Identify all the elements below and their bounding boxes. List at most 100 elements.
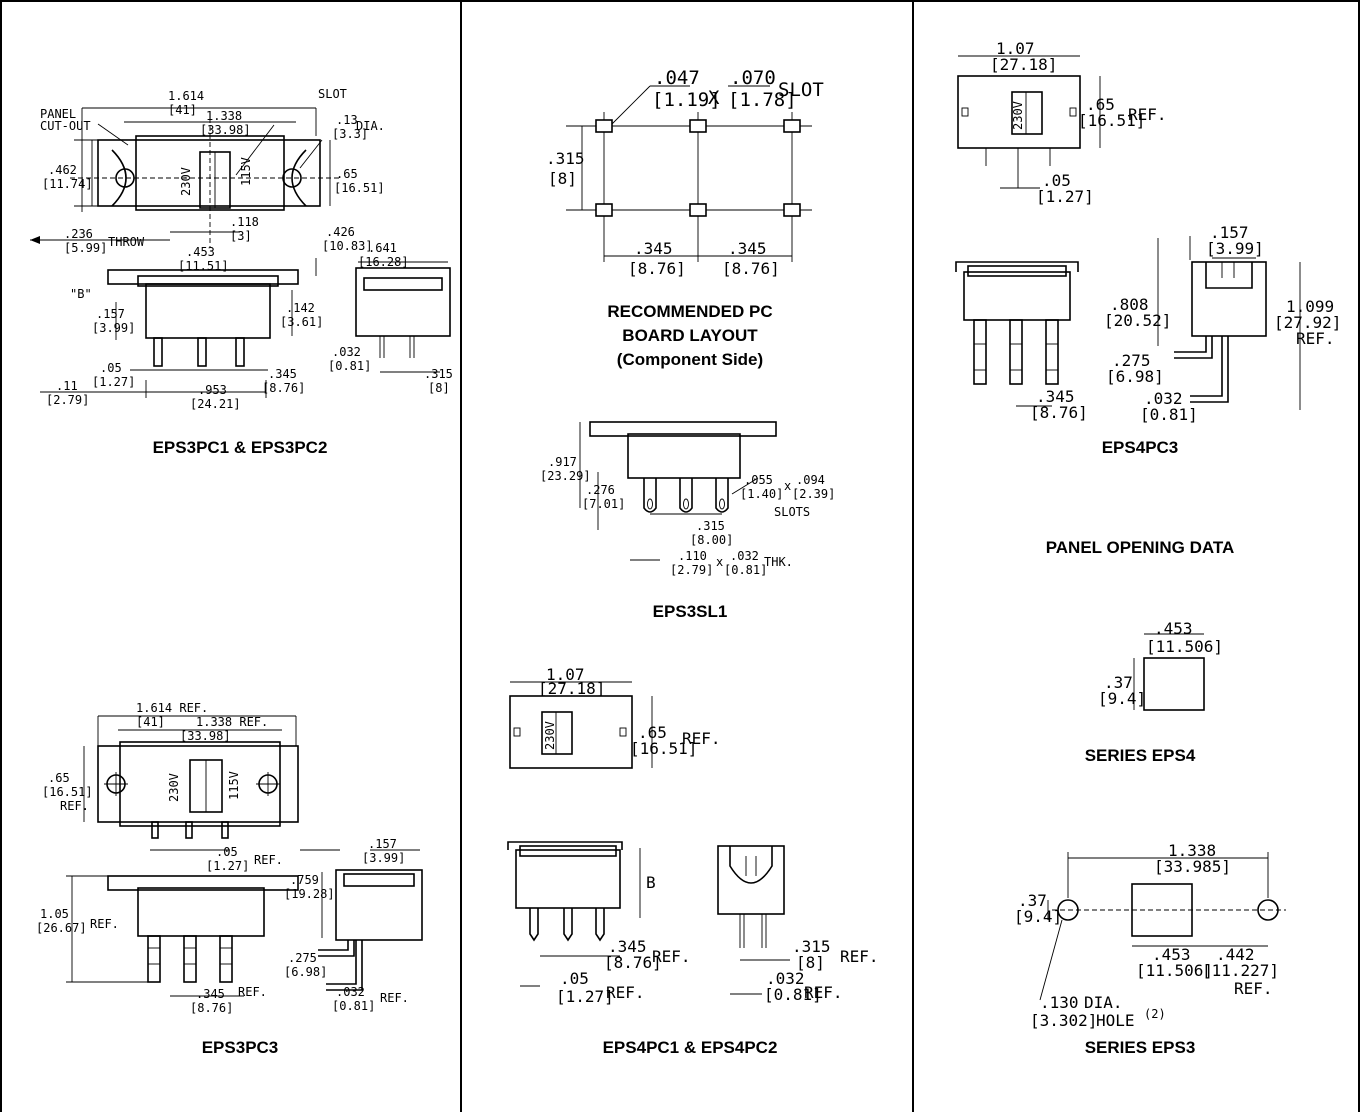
- dim-276: .276: [586, 483, 615, 497]
- dim-dia: DIA.: [356, 119, 385, 133]
- dim-2718: [27.18]: [990, 55, 1057, 74]
- label-115v: 115V: [227, 771, 241, 800]
- dim-047: .047: [654, 67, 700, 89]
- dim-11506: [11.506]: [1136, 961, 1213, 980]
- eps3pc3-top-body: [97, 745, 299, 823]
- dim-slot: SLOT: [778, 79, 824, 101]
- label-230v: 230V: [167, 773, 181, 802]
- dim-127: [1.27]: [206, 859, 249, 873]
- dim-1928: [19.28]: [284, 887, 335, 901]
- dim-ref-2: REF.: [254, 853, 283, 867]
- caption-pcb-line2: BOARD LAYOUT: [622, 326, 758, 345]
- dim-081: [0.81]: [332, 999, 375, 1013]
- dim-1083: [10.83]: [322, 239, 373, 253]
- dim-110: .110: [678, 549, 707, 563]
- dim-1651: [16.51]: [42, 785, 93, 799]
- dim-8: [8]: [796, 953, 825, 972]
- dim-055: .055: [744, 473, 773, 487]
- dim-599: [5.99]: [64, 241, 107, 255]
- dim-279: [2.79]: [670, 563, 713, 577]
- label-230v: 230V: [1011, 101, 1025, 130]
- dim-note: (2): [1144, 1007, 1166, 1021]
- dim-dia: DIA.: [1084, 993, 1123, 1012]
- dim-032: .032: [766, 969, 805, 988]
- eps4pc3-top-body: [957, 75, 1081, 149]
- dim-279: [2.79]: [46, 393, 89, 407]
- dim-081: [0.81]: [328, 359, 371, 373]
- eps3pc12-top-body: [97, 139, 321, 207]
- dim-876-a: [8.76]: [628, 259, 686, 278]
- dim-157: .157: [1210, 223, 1249, 242]
- caption-pcb-line1: RECOMMENDED PC: [607, 302, 773, 321]
- dim-b: "B": [70, 287, 92, 301]
- dim-107: 1.07: [546, 665, 585, 684]
- eps4pc12-drawing: 1.07 [27.18] .65 [16.51] REF. 230V B .34…: [507, 665, 879, 1006]
- dim-094: .094: [796, 473, 825, 487]
- dim-x-2: x: [716, 555, 723, 569]
- series-eps4-drawing: .453 [11.506] .37 [9.4]: [1098, 619, 1223, 711]
- dim-1338: 1.338: [206, 109, 242, 123]
- dim-2329: [23.29]: [540, 469, 591, 483]
- eps3-opening-rect: [1131, 883, 1193, 937]
- dim-105: 1.05: [40, 907, 69, 921]
- dim-ref: REF.: [1128, 105, 1167, 124]
- dim-3302: [3.302]: [1030, 1011, 1097, 1030]
- dim-ref-2: REF.: [652, 947, 691, 966]
- dim-33: [3.3]: [332, 127, 368, 141]
- caption-eps3sl1: EPS3SL1: [652, 602, 728, 621]
- dim-ref-3: REF.: [606, 983, 645, 1002]
- dim-453: .453: [1152, 945, 1191, 964]
- dim-070: .070: [730, 67, 776, 89]
- dim-05: .05: [216, 845, 238, 859]
- dim-808: .808: [1110, 295, 1149, 314]
- dim-2667: [26.67]: [36, 921, 87, 935]
- dim-3398: [33.98]: [200, 123, 251, 137]
- dim-94: [9.4]: [1014, 907, 1062, 926]
- dim-11506: [11.506]: [1146, 637, 1223, 656]
- dim-698: [6.98]: [1106, 367, 1164, 386]
- dim-107: 1.07: [996, 39, 1035, 58]
- dim-2792: [27.92]: [1274, 313, 1341, 332]
- dim-399: [3.99]: [1206, 239, 1264, 258]
- label-115v: 115V: [239, 157, 253, 186]
- dim-876-b: [8.76]: [722, 259, 780, 278]
- dim-2718: [27.18]: [538, 679, 605, 698]
- dim-ref-5: REF.: [804, 983, 843, 1002]
- dim-142: .142: [286, 301, 315, 315]
- dim-1174: [11.74]: [42, 177, 93, 191]
- dim-315: .315: [792, 937, 831, 956]
- dim-2421: [24.21]: [190, 397, 241, 411]
- dim-ref-4: REF.: [380, 991, 409, 1005]
- dim-11: .11: [56, 379, 78, 393]
- dim-698: [6.98]: [284, 965, 327, 979]
- dim-1338-ref: 1.338 REF.: [196, 715, 268, 729]
- eps3-hole-right: [1257, 899, 1279, 921]
- dim-032: .032: [336, 985, 365, 999]
- dim-239: [2.39]: [792, 487, 835, 501]
- dim-2052: [20.52]: [1104, 311, 1171, 330]
- dim-426: .426: [326, 225, 355, 239]
- dim-3: [3]: [230, 229, 252, 243]
- label-230v: 230V: [179, 167, 193, 196]
- caption-series-eps3: SERIES EPS3: [1084, 1038, 1196, 1057]
- dim-917: .917: [548, 455, 577, 469]
- pcb-layout-drawing: .047 [1.19] X .070 [1.78] SLOT .315 [8] …: [546, 67, 824, 278]
- dim-462: .462: [48, 163, 77, 177]
- eps4pc12-top-body: [509, 695, 633, 769]
- dim-127: [1.27]: [556, 987, 614, 1006]
- series-eps3-drawing: 1.338 [33.985] .37 [9.4] .453 [11.506] .…: [1014, 841, 1286, 1030]
- dim-8: [8]: [428, 381, 450, 395]
- dim-178: [1.78]: [728, 89, 797, 111]
- dim-11227: [11.227]: [1202, 961, 1279, 980]
- dim-759: .759: [290, 873, 319, 887]
- dim-slots: SLOTS: [774, 505, 810, 519]
- dim-37: .37: [1018, 891, 1047, 910]
- dim-345: .345: [1036, 387, 1075, 406]
- caption-series-eps4: SERIES EPS4: [1084, 746, 1196, 765]
- dim-05: .05: [560, 969, 589, 988]
- dim-345: .345: [196, 987, 225, 1001]
- dim-127: [1.27]: [92, 375, 135, 389]
- dim-ref-4: REF.: [840, 947, 879, 966]
- dim-081: [0.81]: [764, 985, 822, 1004]
